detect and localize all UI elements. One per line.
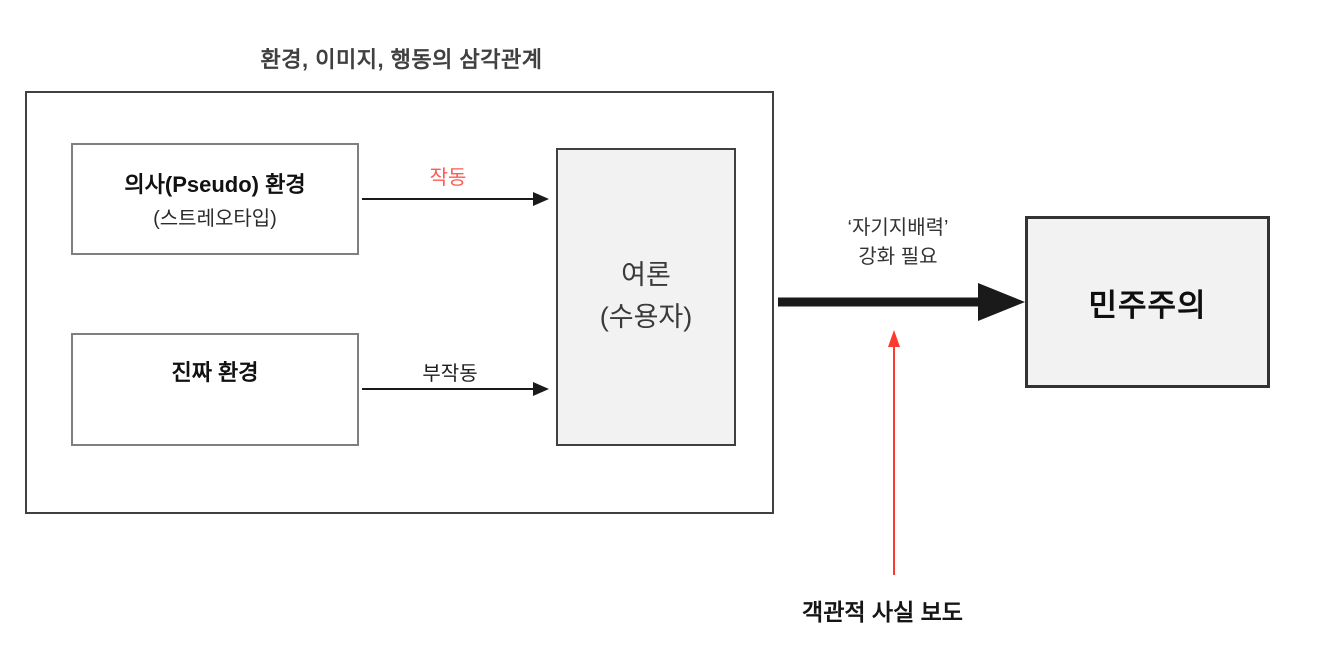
public-opinion-label: 여론 (621, 260, 671, 291)
malfunction-arrow-label: 부작동 (422, 363, 478, 385)
public-opinion-box: 여론 (수용자) (556, 148, 736, 446)
self-control-strengthen-label: ‘자기지배력’ 강화 필요 (798, 214, 998, 272)
self-control-line1: ‘자기지배력’ (847, 217, 949, 239)
stereotype-sublabel: (스트레오타입) (153, 208, 277, 230)
real-environment-label: 진짜 환경 (171, 360, 259, 385)
objective-report-up-arrow-icon (888, 330, 900, 575)
pseudo-environment-box: 의사(Pseudo) 환경 (스트레오타입) (71, 143, 359, 255)
objective-fact-reporting-label: 객관적 사실 보도 (802, 599, 963, 625)
democracy-label: 민주주의 (1088, 287, 1207, 323)
pseudo-environment-label: 의사(Pseudo) 환경 (124, 172, 306, 197)
main-thick-right-arrow-icon (778, 283, 1025, 321)
diagram-title: 환경, 이미지, 행동의 삼각관계 (260, 47, 543, 72)
operation-arrow-label: 작동 (429, 167, 467, 189)
audience-sublabel: (수용자) (599, 302, 693, 332)
democracy-box: 민주주의 (1025, 216, 1270, 388)
self-control-line2: 강화 필요 (858, 246, 938, 268)
real-environment-box: 진짜 환경 (71, 333, 359, 446)
